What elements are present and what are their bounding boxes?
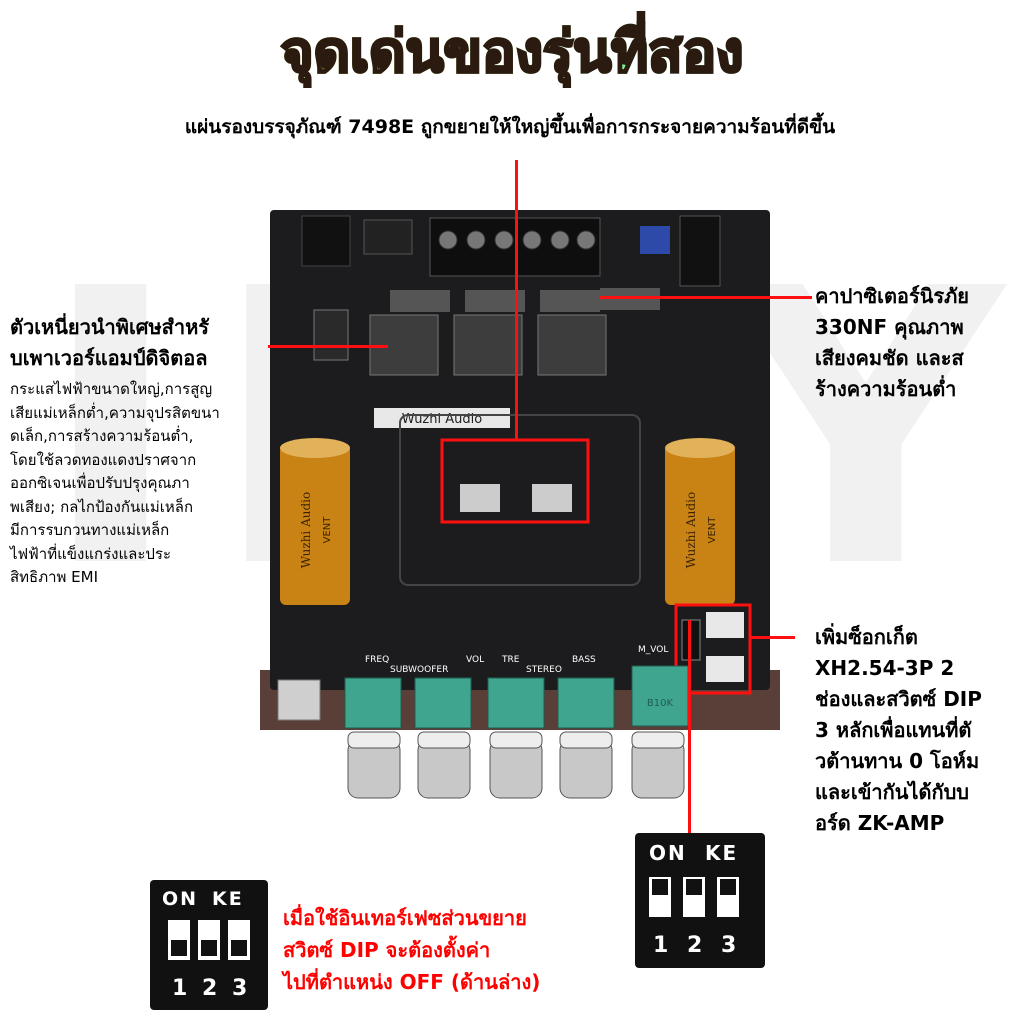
dip-number: 2 [202, 976, 218, 1001]
potentiometer [631, 665, 689, 727]
dip-note: เมื่อใช้อินเทอร์เฟซส่วนขยาย สวิตซ์ DIP จ… [283, 902, 628, 998]
chip-area [399, 414, 641, 586]
knob-label: BASS [572, 655, 596, 665]
dc-jack [301, 215, 351, 267]
dip-number: 1 [172, 976, 188, 1001]
dip-number: 1 [653, 933, 669, 958]
capacitor-text: VENT [322, 516, 333, 544]
socket-callout-line: XH2.54-3P 2 [815, 656, 955, 680]
audio-jack [679, 215, 721, 287]
pointer-line-socket [750, 636, 795, 639]
pointer-line-inductor [268, 345, 388, 348]
xh-socket [706, 612, 744, 638]
amplifier-board-photo: Wuzhi Audio Wuzhi Audio VENT Wuzhi Audio… [260, 210, 780, 799]
socket-callout: เพิ่มซ็อกเก็ต XH2.54-3P 2 ช่องและสวิตซ์ … [815, 622, 1020, 839]
potentiometer [414, 677, 472, 729]
inductor [369, 314, 439, 376]
dip-lever-down [171, 940, 187, 956]
inductor-callout-line: ดเล็ก,การสร้างความร้อนต่ำ, [10, 427, 194, 445]
socket-callout-line: วต้านทาน 0 โอห์ม [815, 749, 980, 773]
dip-lever-up [686, 879, 702, 895]
knob-label: VOL [466, 655, 484, 665]
dip-lever-down [201, 940, 217, 956]
usb-port [277, 679, 321, 721]
socket-callout-line: เพิ่มซ็อกเก็ต [815, 625, 918, 649]
knobs [347, 731, 685, 799]
dip-number: 3 [232, 976, 248, 1001]
xh-socket [706, 656, 744, 682]
capacitor-text: VENT [707, 516, 718, 544]
dip-note-line: เมื่อใช้อินเทอร์เฟซส่วนขยาย [283, 906, 527, 930]
knob-label: M_VOL [638, 645, 668, 655]
dip-on-label: ON [162, 888, 199, 910]
chip [460, 484, 500, 512]
capacitor-callout-line: 330NF คุณภาพ [815, 315, 964, 339]
dip-note-line: ไปที่ตำแหน่ง OFF (ด้านล่าง) [283, 970, 541, 994]
pointer-line-dip [688, 620, 691, 840]
subtitle: แผ่นรองบรรจุภัณฑ์ 7498E ถูกขยายให้ใหญ่ขึ… [184, 116, 836, 138]
socket-callout-line: ช่องและสวิตซ์ DIP [815, 687, 982, 711]
knob-label: STEREO [526, 665, 562, 675]
inductor-callout-line: เสียแม่เหล็กต่ำ,ความจุปรสิตขนา [10, 403, 220, 422]
safety-capacitor [390, 290, 450, 312]
dip-lever-down [231, 940, 247, 956]
capacitor-left: Wuzhi Audio VENT [280, 438, 350, 605]
capacitor-text: Wuzhi Audio [684, 492, 698, 568]
inductor-callout-line: กระแสไฟฟ้าขนาดใหญ่,การสูญ [10, 380, 213, 398]
safety-capacitor [540, 290, 600, 312]
socket-callout-line: 3 หลักเพื่อแทนที่ตั [815, 718, 972, 742]
bluetooth-module [640, 226, 670, 254]
socket-callout-line: อร์ด ZK-AMP [815, 811, 945, 835]
socket-callout-line: และเข้ากันได้กับบ [815, 780, 969, 804]
pot-label: B10K [647, 698, 674, 709]
inductor-callout-title-1: ตัวเหนี่ยวนำพิเศษสำหรั [10, 315, 210, 339]
capacitor-right: Wuzhi Audio VENT [665, 438, 735, 605]
potentiometer [344, 677, 402, 729]
dip-ke-label: KE [212, 888, 244, 910]
inductor-callout-line: โดยใช้ลวดทองแดงปราศจาก [10, 450, 197, 469]
inductor [537, 314, 607, 376]
dip-on-label: ON [649, 841, 687, 865]
inductor [453, 314, 523, 376]
small-inductor [313, 309, 349, 361]
power-switch [363, 219, 413, 255]
capacitor-callout-line: ร้างความร้อนต่ำ [815, 377, 957, 401]
knob-label: TRE [501, 655, 520, 665]
safety-capacitor [600, 288, 660, 310]
page-title: จุดเด่นของรุ่นที่สอง [0, 20, 1024, 84]
pointer-line-chip [515, 160, 518, 440]
inductor-callout-line: พเสียง; กลไกป้องกันแม่เหล็ก [10, 497, 194, 516]
chip [532, 484, 572, 512]
dip-switch-closeup-on: ON KE 1 2 3 [635, 833, 765, 968]
inductor-callout: ตัวเหนี่ยวนำพิเศษสำหรั บเพาเวอร์แอมป์ดิจ… [10, 312, 275, 590]
dip-note-line: สวิตซ์ DIP จะต้องตั้งค่า [283, 938, 491, 962]
dip-number: 3 [721, 933, 737, 958]
dip-lever-up [652, 879, 668, 895]
potentiometer [557, 677, 615, 729]
inductor-callout-line: ออกซิเจนเพื่อปรับปรุงคุณภา [10, 474, 190, 492]
socket-highlight [674, 603, 752, 695]
capacitor-callout-line: คาปาซิเตอร์นิรภัย [815, 284, 970, 308]
inductor-callout-line: สิทธิภาพ EMI [10, 568, 99, 586]
dip-switch-closeup-off: ON KE 1 2 3 [150, 880, 268, 1010]
pointer-line-capacitor [600, 296, 812, 299]
potentiometer [487, 677, 545, 729]
inductor-callout-line: ไฟฟ้าที่แข็งแกร่งและประ [10, 544, 172, 563]
inductor-callout-line: มีการรบกวนทางแม่เหล็ก [10, 521, 170, 539]
knob-label: FREQ [365, 655, 389, 665]
inductor-callout-title-2: บเพาเวอร์แอมป์ดิจิตอล [10, 346, 208, 370]
safety-capacitor [465, 290, 525, 312]
dip-ke-label: KE [705, 841, 739, 865]
capacitor-text: Wuzhi Audio [299, 492, 313, 568]
dip-lever-up [720, 879, 736, 895]
knob-label: SUBWOOFER [390, 665, 448, 675]
capacitor-callout: คาปาซิเตอร์นิรภัย 330NF คุณภาพ เสียงคมชั… [815, 281, 1020, 405]
dip-number: 2 [687, 933, 703, 958]
brand-label-box [374, 408, 510, 428]
chip-highlight [440, 438, 590, 524]
capacitor-callout-line: เสียงคมชัด และส [815, 346, 964, 370]
dip-switch-small [681, 619, 701, 661]
